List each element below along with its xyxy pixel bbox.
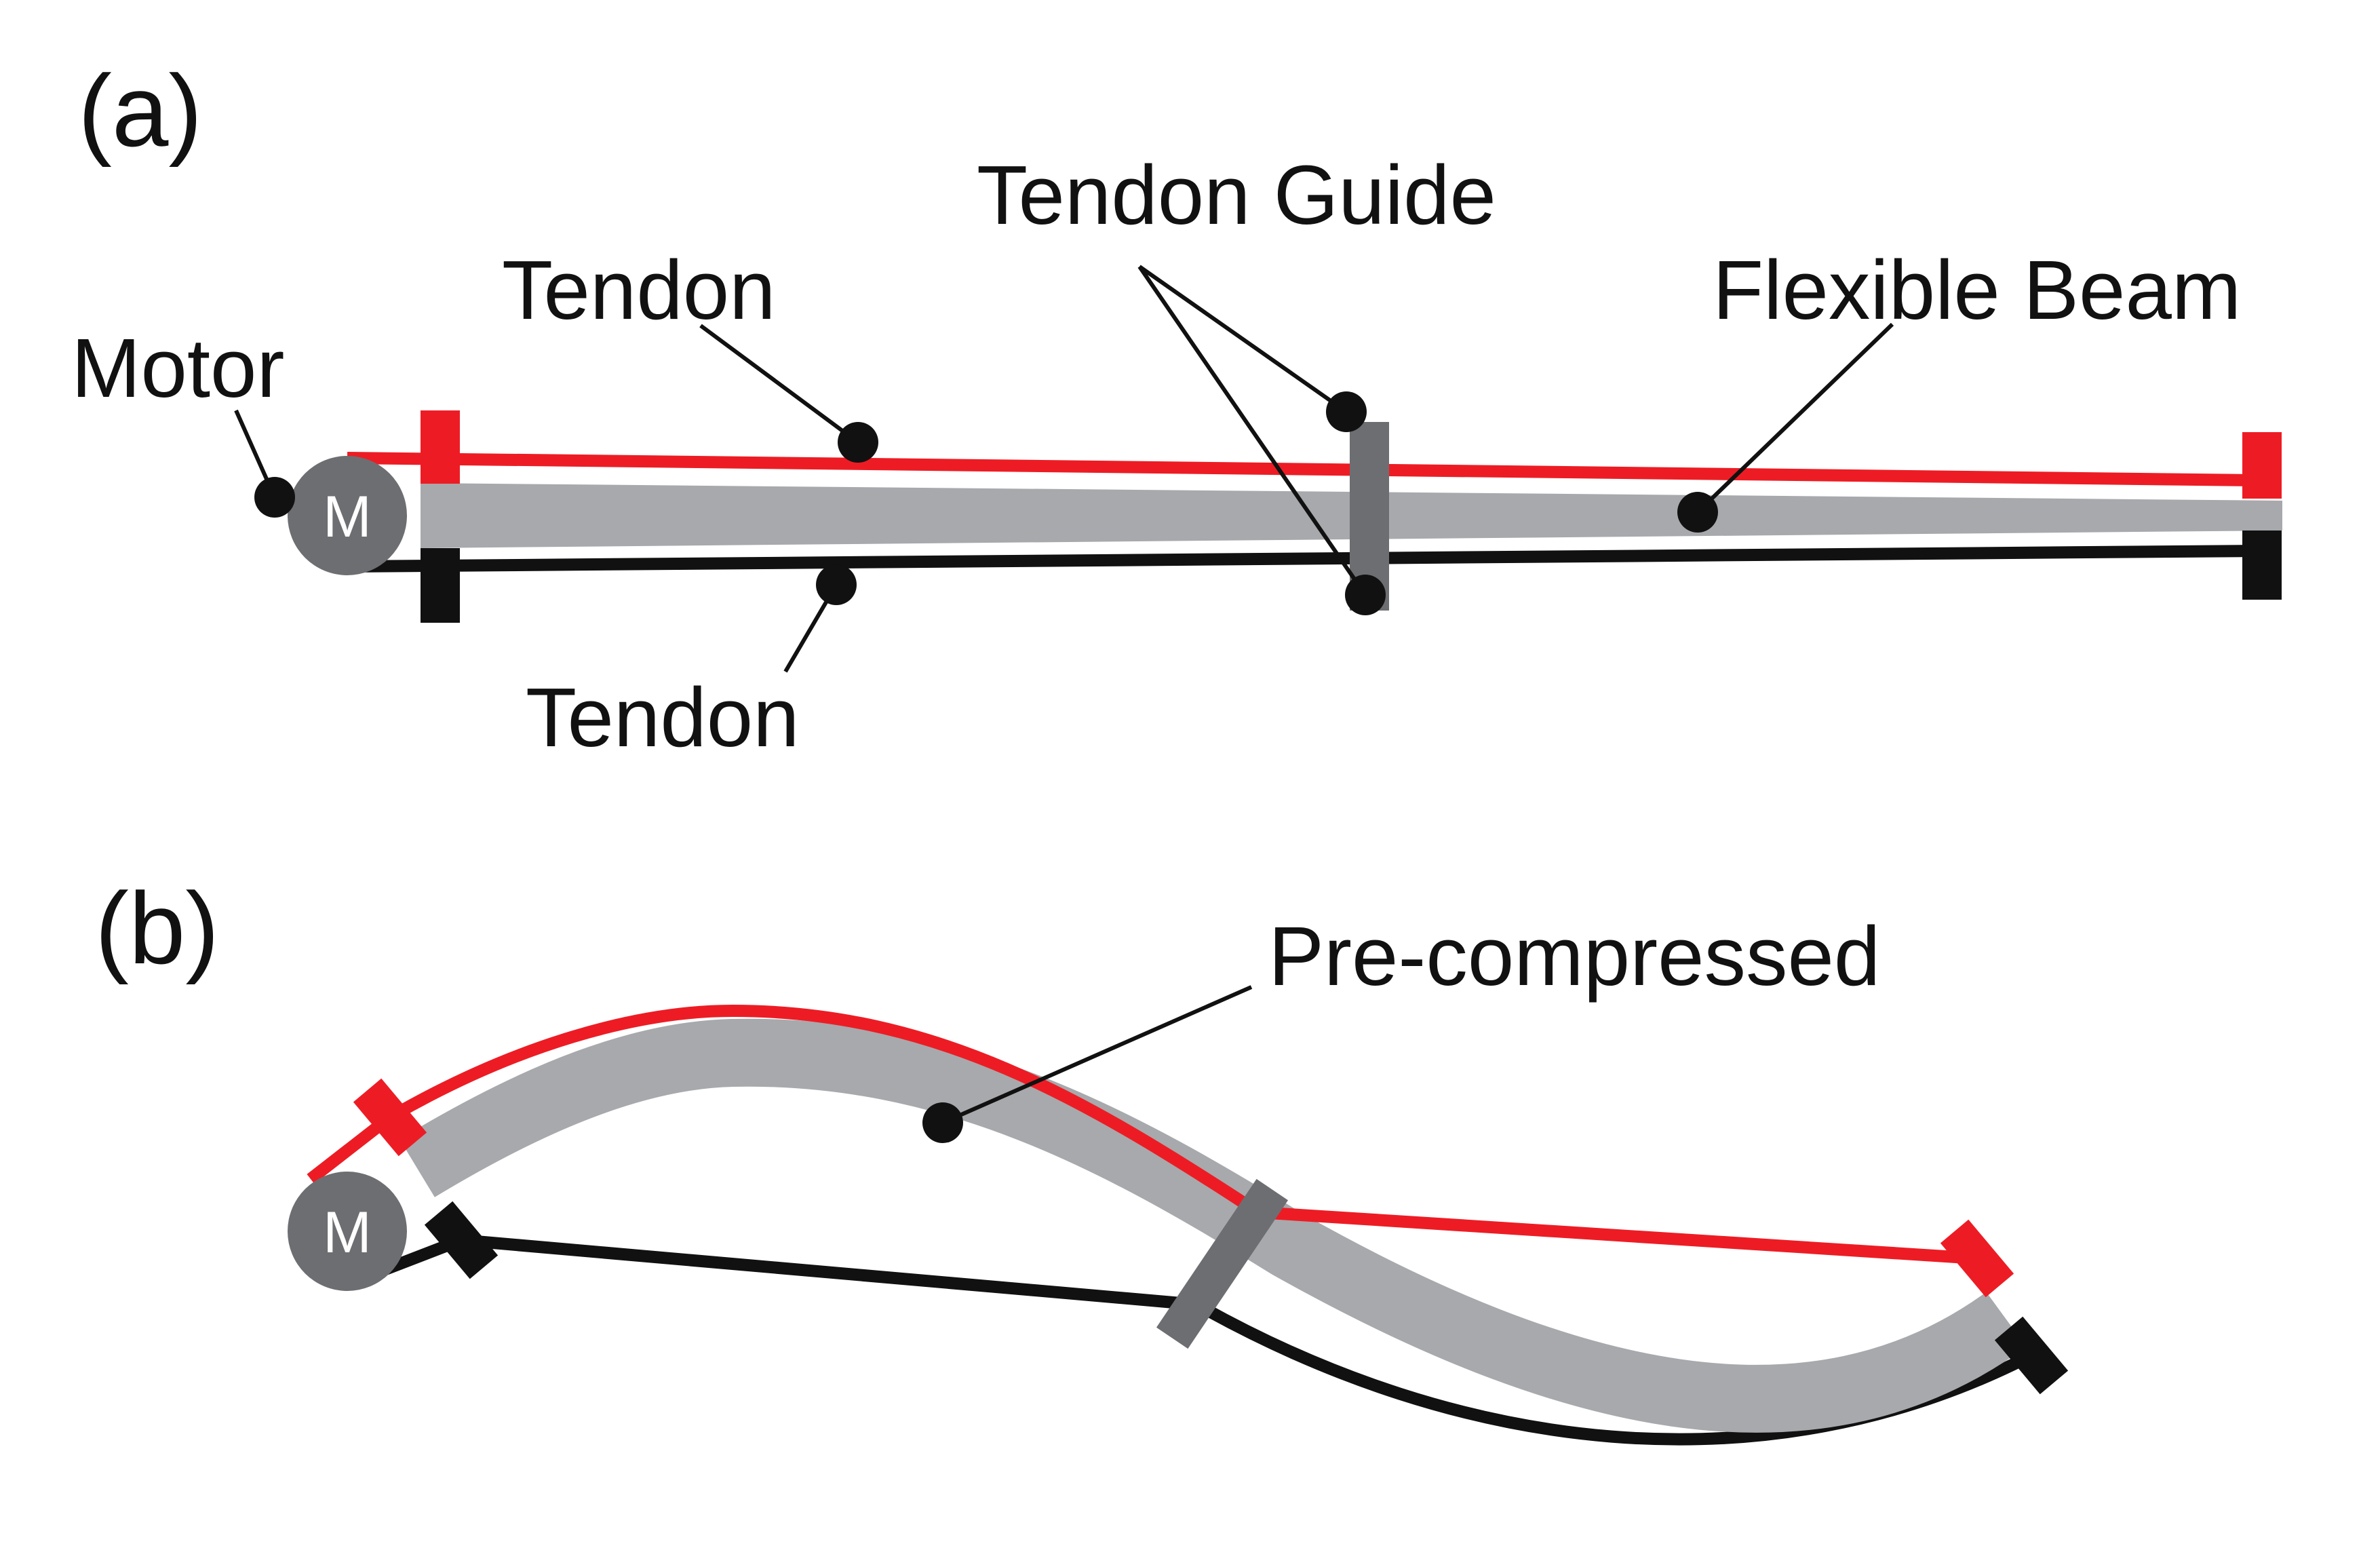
tendon-bottom-anchor-right-curved (1994, 1316, 2069, 1395)
pre-compressed-leader-line (941, 985, 1253, 1125)
tendon-top-label: Tendon (502, 244, 776, 337)
tendon-bottom-straight (347, 545, 2258, 573)
panel-a-label: (a) (78, 54, 202, 168)
tendon-bottom-leader-dot (816, 564, 857, 605)
tendon-top-anchor-left (421, 410, 460, 484)
tendon-guide-leader-dot-top (1326, 391, 1367, 432)
tendon-top-leader-dot (838, 422, 878, 463)
tendon-top-anchor-right-curved (1940, 1219, 2014, 1298)
motor-straight (288, 456, 407, 575)
motor-curved (288, 1172, 407, 1291)
flexible-beam-leader-dot (1677, 492, 1718, 533)
motor-leader-dot (254, 477, 295, 518)
tendon-guide-label: Tendon Guide (977, 149, 1496, 242)
tendon-bottom-anchor-left-curved (424, 1201, 499, 1279)
tendon-top-anchor-right (2242, 432, 2282, 499)
tendon-guide-leader-dot-bottom (1345, 575, 1386, 615)
panel-b: (b) M Pre-compressed (95, 871, 2069, 1446)
flexible-beam-label: Flexible Beam (1713, 244, 2241, 337)
motor-symbol-b: M (323, 1200, 372, 1265)
flexible-beam-curved (399, 1018, 2027, 1433)
leader-lines-a (234, 265, 1894, 673)
pre-compressed-label: Pre-compressed (1268, 910, 1880, 1003)
motor-symbol-a: M (323, 484, 372, 549)
tendon-top-anchor-left-curved (353, 1078, 427, 1157)
tendon-bottom-anchor-left (421, 548, 460, 623)
panel-b-label: (b) (95, 871, 219, 985)
tendon-top-curved (307, 1004, 1978, 1265)
panel-a: (a) M Motor (71, 54, 2282, 765)
tendon-top-straight (347, 452, 2258, 486)
motor-label: Motor (71, 322, 284, 415)
tendon-bottom-anchor-right (2242, 530, 2282, 600)
tendon-bottom-label: Tendon (526, 672, 800, 765)
tendon-guide-curved (1156, 1178, 1289, 1349)
pre-compressed-leader-dot (922, 1102, 963, 1143)
